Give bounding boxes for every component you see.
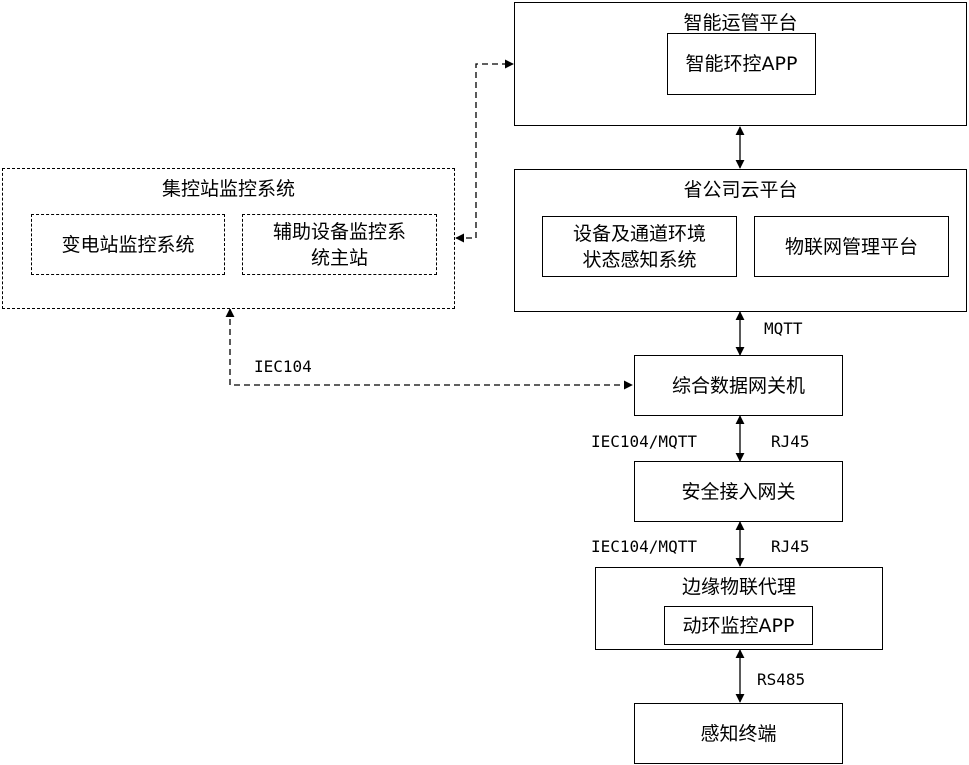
- aux-monitor-label-line1: 辅助设备监控系: [272, 220, 406, 243]
- link-label-rj45-upper: RJ45: [771, 432, 810, 451]
- power-env-app: 动环监控APP: [664, 606, 813, 645]
- central-monitor-system: 集控站监控系统 变电站监控系统 辅助设备监控系 统主站: [2, 168, 455, 309]
- sensing-terminal: 感知终端: [634, 703, 843, 764]
- smart-ops-platform-title: 智能运管平台: [683, 12, 798, 34]
- link-label-iec104: IEC104: [254, 357, 312, 376]
- provincial-cloud-platform: 省公司云平台 设备及通道环境 状态感知系统 物联网管理平台: [514, 169, 967, 312]
- link-label-rj45-lower: RJ45: [771, 537, 810, 556]
- env-sensing-label-line1: 设备及通道环境: [572, 222, 706, 245]
- secure-access-gateway: 安全接入网关: [634, 461, 843, 522]
- secure-gateway-label: 安全接入网关: [681, 480, 796, 503]
- smart-ops-platform: 智能运管平台 智能环控APP: [514, 2, 967, 126]
- central-ops-dashed-link: [455, 59, 514, 243]
- aux-monitor-master: 辅助设备监控系 统主站: [242, 214, 437, 275]
- link-label-mqtt: MQTT: [764, 319, 803, 338]
- data-gateway: 综合数据网关机: [634, 355, 843, 416]
- power-env-app-label: 动环监控APP: [682, 614, 795, 637]
- smart-env-app: 智能环控APP: [667, 33, 816, 95]
- iot-management-platform: 物联网管理平台: [754, 216, 949, 277]
- iot-management-label: 物联网管理平台: [784, 235, 918, 258]
- data-gateway-label: 综合数据网关机: [671, 374, 805, 397]
- link-label-iec104-mqtt-upper: IEC104/MQTT: [591, 432, 697, 451]
- substation-monitor: 变电站监控系统: [31, 214, 225, 275]
- sensing-terminal-label: 感知终端: [700, 722, 777, 745]
- substation-monitor-label: 变电站监控系统: [61, 233, 195, 256]
- central-gateway-dashed-link: [225, 308, 633, 390]
- link-label-iec104-mqtt-lower: IEC104/MQTT: [591, 537, 697, 556]
- central-monitor-system-title: 集控站监控系统: [161, 178, 295, 200]
- edge-iot-agent: 边缘物联代理 动环监控APP: [595, 567, 883, 650]
- env-sensing-system: 设备及通道环境 状态感知系统: [542, 216, 737, 277]
- edge-iot-agent-title: 边缘物联代理: [681, 576, 796, 598]
- provincial-cloud-title: 省公司云平台: [683, 179, 798, 201]
- env-sensing-label-line2: 状态感知系统: [582, 248, 697, 271]
- link-label-rs485: RS485: [757, 670, 806, 689]
- aux-monitor-label-line2: 统主站: [310, 246, 368, 269]
- smart-env-app-label: 智能环控APP: [685, 53, 798, 75]
